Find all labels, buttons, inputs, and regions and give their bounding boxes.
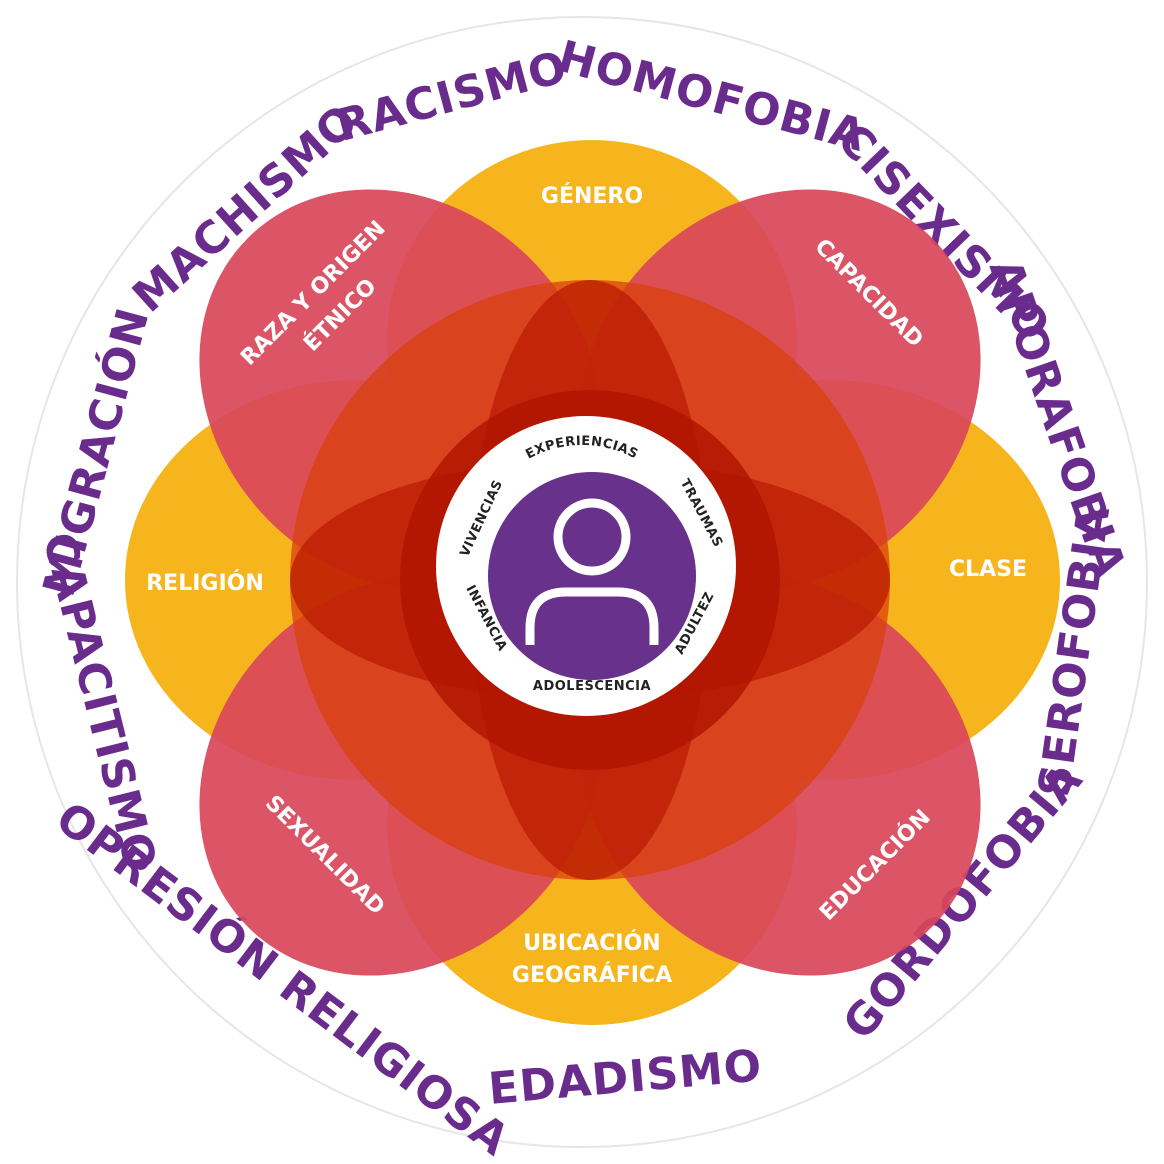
label-religion: RELIGIÓN <box>146 570 264 596</box>
center-core <box>488 472 696 680</box>
label-genero: GÉNERO <box>541 183 643 209</box>
label-clase: CLASE <box>949 557 1027 582</box>
label-ubicacion-2: GEOGRÁFICA <box>512 962 672 988</box>
label-ubicacion-1: UBICACIÓN <box>523 930 660 956</box>
ring-word-adolescencia: ADOLESCENCIA <box>533 679 651 694</box>
person-icon <box>525 498 659 645</box>
